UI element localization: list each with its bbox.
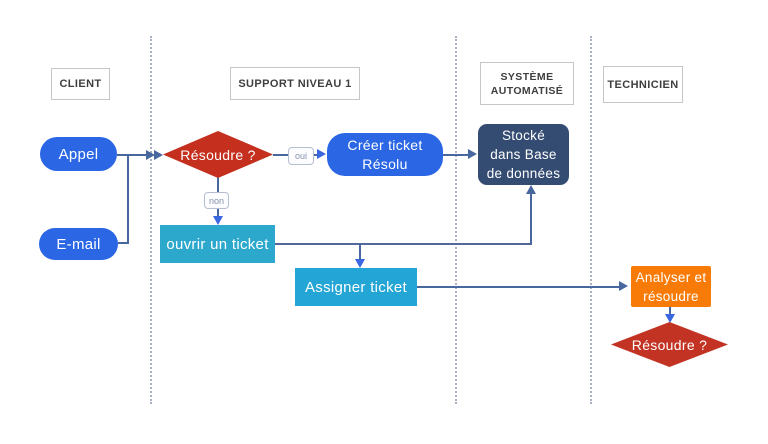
edge-label-oui[interactable]: oui <box>288 147 314 165</box>
edge-label-non[interactable]: non <box>204 192 229 209</box>
arrowhead-right-icon <box>468 149 477 159</box>
edge-resoudre-to-oui <box>273 154 288 156</box>
lane-header-support-niveau-1: SUPPORT NIVEAU 1 <box>230 67 360 100</box>
lane-header-systeme-automatise: SYSTÈME AUTOMATISÉ <box>480 62 574 105</box>
node-assigner-ticket[interactable]: Assigner ticket <box>295 268 417 306</box>
arrowhead-up-icon <box>526 185 536 194</box>
edge-resoudre-to-non <box>217 177 219 192</box>
node-creer-ticket-resolu[interactable]: Créer ticket Résolu <box>327 133 443 176</box>
arrowhead-down-icon <box>213 216 223 225</box>
edge-non-to-ouvrir <box>217 207 219 217</box>
node-appel[interactable]: Appel <box>40 137 117 171</box>
edge-email-to-resoudre <box>127 154 129 244</box>
node-analyser-et-resoudre[interactable]: Analyser et résoudre <box>631 266 711 307</box>
edge-ouvrir-to-stocke <box>275 243 531 245</box>
edge-email-stub <box>118 242 128 244</box>
edge-up-to-stocke <box>530 191 532 245</box>
lane-header-client: CLIENT <box>51 68 110 100</box>
arrowhead-right-icon <box>619 281 628 291</box>
lane-header-technicien: TECHNICIEN <box>603 66 683 103</box>
arrowhead-down-icon <box>355 259 365 268</box>
node-decision-resoudre-1[interactable]: Résoudre ? <box>163 131 273 178</box>
edge-drop-to-assigner <box>359 245 361 260</box>
node-email[interactable]: E-mail <box>39 228 118 260</box>
node-decision-resoudre-2[interactable]: Résoudre ? <box>611 322 728 367</box>
lane-divider <box>455 36 457 404</box>
node-stocke-base-de-donnees[interactable]: Stocké dans Base de données <box>478 124 569 185</box>
lane-divider <box>150 36 152 404</box>
arrowhead-right-icon <box>154 150 163 160</box>
arrowhead-right-icon <box>146 150 155 160</box>
edge-assigner-to-analyser <box>417 286 620 288</box>
edge-oui-to-creer <box>312 154 319 156</box>
edge-appel-to-resoudre <box>117 154 149 156</box>
edge-creer-to-stocke <box>443 154 469 156</box>
lane-divider <box>590 36 592 404</box>
node-ouvrir-un-ticket[interactable]: ouvrir un ticket <box>160 225 275 263</box>
arrowhead-down-icon <box>665 314 675 323</box>
edge-analyser-to-resoudre2 <box>669 307 671 315</box>
arrowhead-right-icon <box>317 149 326 159</box>
